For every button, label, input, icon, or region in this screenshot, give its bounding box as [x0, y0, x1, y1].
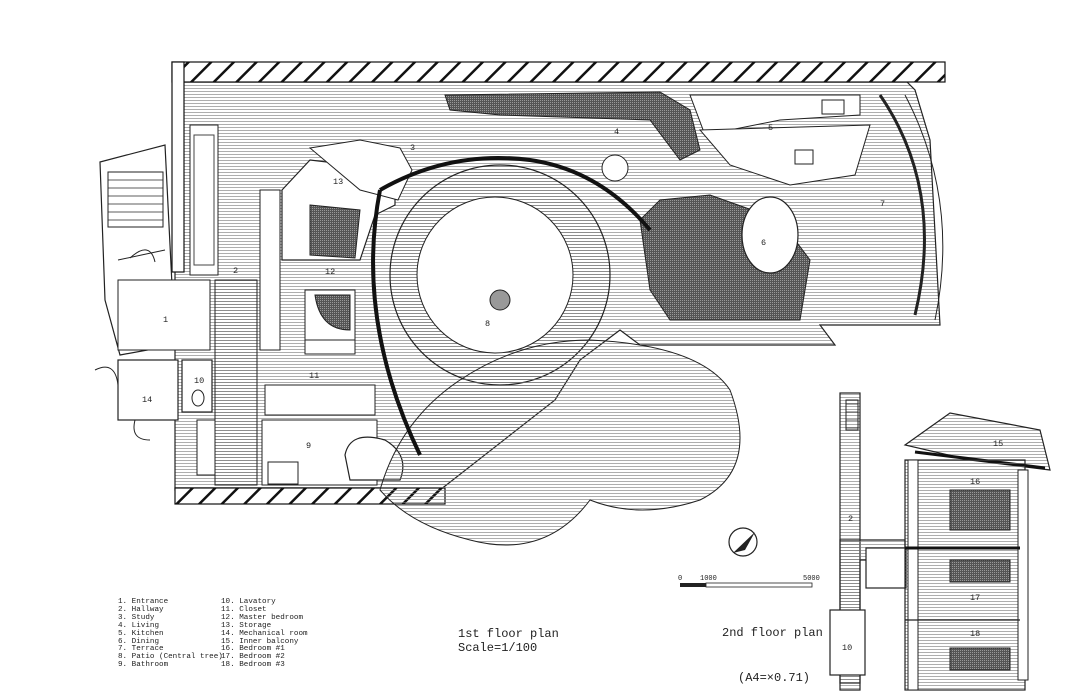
room-number-10: 10: [194, 376, 204, 386]
legend-item: 18. Bedroom #3: [221, 661, 285, 670]
first-floor-scale: Scale=1/100: [458, 641, 538, 655]
kitchen-counter: [689, 94, 861, 136]
legend-item: 15. Inner balcony: [221, 637, 299, 646]
legend-column-1: 1. Entrance 2. Hallway 3. Study 4. Livin…: [118, 598, 228, 670]
curving-wall: [379, 156, 652, 232]
first-floor-title: 1st floor plan: [458, 627, 559, 641]
legend-item: 1. Entrance: [118, 598, 169, 606]
room-number-2: 2: [233, 266, 238, 276]
second-room-number-17: 17: [970, 593, 980, 603]
room-number-13: 13: [333, 177, 343, 187]
second-room-number-18: 18: [970, 629, 980, 639]
scale-bar-end: 5000: [803, 575, 820, 583]
entrance-area: [117, 279, 211, 351]
legend-item: 14. Mechanical room: [221, 629, 308, 638]
room-number-11: 11: [309, 371, 319, 381]
scale-bar-mid: 1000: [700, 575, 717, 583]
second-floor-title: 2nd floor plan: [722, 626, 823, 640]
legend-item: 11. Closet: [221, 605, 267, 614]
room-number-4: 4: [614, 127, 619, 137]
legend-item: 10. Lavatory: [221, 598, 276, 606]
second-room-number-15: 15: [993, 439, 1003, 449]
scale-bar-start: 0: [678, 575, 682, 583]
room-number-8: 8: [485, 319, 490, 329]
legend-item: 2. Hallway: [118, 605, 164, 614]
mechanical-room: [117, 359, 179, 421]
left-wall: [171, 61, 185, 273]
room-number-3: 3: [410, 143, 415, 153]
legend-item: 12. Master bedroom: [221, 613, 304, 622]
legend-item: 3. Study: [118, 613, 155, 622]
terrace-curves: [878, 94, 926, 316]
top-wall: [171, 61, 946, 83]
legend-item: 5. Kitchen: [118, 629, 164, 638]
second-room-number-10: 10: [842, 643, 852, 653]
legend-item: 17. Bedroom #2: [221, 653, 285, 662]
legend-item: 16. Bedroom #1: [221, 645, 285, 654]
closet-wardrobe: [259, 189, 281, 351]
second-lavatory: [829, 609, 866, 676]
paper-size-note: (A4=×0.71): [738, 671, 811, 685]
legend-item: 13. Storage: [221, 621, 272, 630]
legend-item: 4. Living: [118, 621, 160, 630]
scale-bar: 0 1000 5000: [678, 575, 820, 588]
legend-item: 8. Patio (Central tree): [118, 653, 223, 662]
room-number-12: 12: [325, 267, 335, 277]
room-number-6: 6: [761, 238, 766, 248]
first-floor-plan: 1 2 3 4 5 6 7 8 9 10 11 12 13 14: [94, 61, 946, 546]
legend-item: 7. Terrace: [118, 645, 164, 654]
north-arrow-icon: [728, 527, 758, 557]
legend-item: 9. Bathroom: [118, 661, 169, 670]
room-number-1: 1: [163, 315, 168, 325]
room-number-9: 9: [306, 441, 311, 451]
patio-terrace-arcs: [379, 339, 741, 546]
second-room-number-16: 16: [970, 477, 980, 487]
room-number-14: 14: [142, 395, 152, 405]
room-number-7: 7: [880, 199, 885, 209]
legend-item: 6. Dining: [118, 637, 160, 646]
legend-column-2: 10. Lavatory 11. Closet 12. Master bedro…: [221, 598, 331, 670]
second-room-number-2: 2: [848, 514, 853, 524]
room-number-5: 5: [768, 123, 773, 133]
living-sofa: [444, 91, 701, 161]
second-floor-plan: 2 10 15 16 17 18: [829, 392, 1051, 691]
